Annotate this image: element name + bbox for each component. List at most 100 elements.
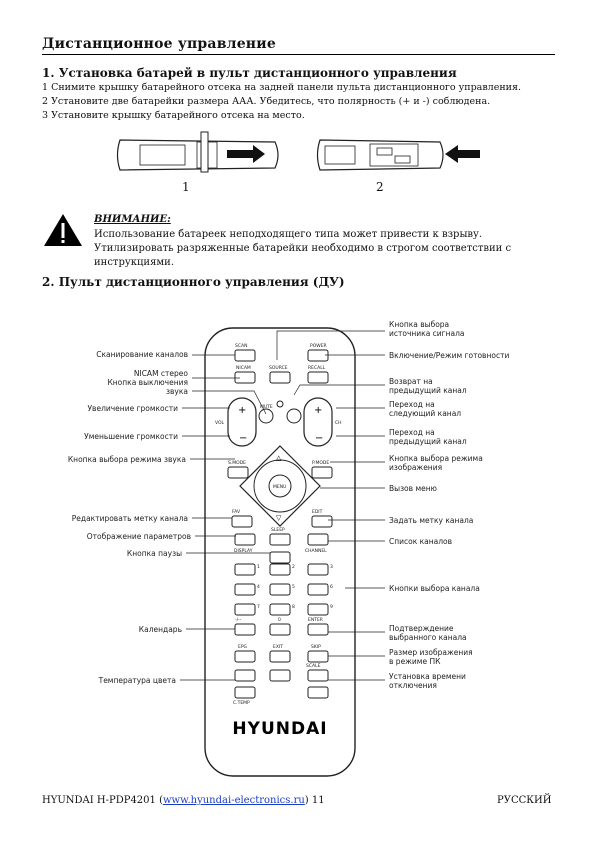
- digit-0-label: 0: [278, 617, 281, 623]
- display-button[interactable]: DISPLAY: [234, 533, 256, 554]
- step-2: 2 Установите две батарейки размера ААА. …: [42, 96, 491, 107]
- svg-text:−: −: [239, 433, 247, 444]
- back-button[interactable]: [286, 408, 302, 424]
- callout-channel-buttons: Кнопки выбора канала: [389, 584, 480, 593]
- title-divider: [42, 54, 555, 55]
- battery-figure-1: [116, 131, 279, 173]
- battery-figures: [116, 131, 480, 173]
- c-temp-button[interactable]: C.TEMP: [233, 686, 256, 706]
- digit-button-3[interactable]: 3: [307, 563, 333, 576]
- digit-button-0[interactable]: 0: [269, 617, 291, 636]
- fav-button[interactable]: FAV: [231, 509, 253, 528]
- recall-button[interactable]: RECALL: [307, 365, 329, 384]
- digit-2-label: 2: [292, 564, 295, 570]
- footer-website-link[interactable]: www.hyundai-electronics.ru: [162, 795, 305, 806]
- callout-sleep-timer: Установка времени отключения: [389, 672, 466, 690]
- warning-label: ВНИМАНИЕ:: [94, 214, 171, 225]
- epg-label: EPG: [238, 644, 248, 650]
- display-label: DISPLAY: [234, 548, 253, 554]
- epg-button[interactable]: EPG: [234, 644, 256, 663]
- footer-model: HYUNDAI H-PDP4201 (www.hyundai-electroni…: [42, 795, 325, 806]
- callout-channel-list: Список каналов: [389, 537, 453, 546]
- sleep-timer-button[interactable]: [307, 686, 329, 699]
- callout-nicam-mute: NICAM стерео Кнопка выключения звука: [107, 369, 188, 396]
- power-button[interactable]: POWER: [307, 343, 329, 362]
- mute-label: MUTE: [260, 404, 273, 410]
- footer-model-text: HYUNDAI H-PDP4201 (: [42, 795, 163, 806]
- scale-label: SCALE: [306, 663, 321, 669]
- battery-figure-2: [316, 139, 480, 171]
- callout-edit-label: Редактировать метку канала: [71, 514, 188, 523]
- color-button-2[interactable]: [269, 669, 291, 682]
- power-label: POWER: [310, 343, 327, 349]
- scan-label: SCAN: [235, 343, 247, 349]
- channel-rocker[interactable]: + − CH: [303, 397, 342, 447]
- channel-list-button[interactable]: CHANNEL: [305, 533, 329, 554]
- enter-button[interactable]: ENTER: [307, 617, 329, 636]
- digit-button-1[interactable]: 1: [234, 563, 260, 576]
- step-3: 3 Установите крышку батарейного отсека н…: [42, 110, 305, 121]
- digit-button-2[interactable]: 2: [269, 563, 295, 576]
- callout-ch-down: Переход на предыдущий канал: [389, 428, 467, 446]
- svg-text:+: +: [314, 405, 322, 416]
- figure-label-2: 2: [376, 180, 384, 194]
- step-1: 1 Снимите крышку батарейного отсека на з…: [42, 82, 521, 93]
- digit-1-label: 1: [257, 564, 260, 570]
- callout-vol-down: Уменьшение громкости: [84, 432, 178, 441]
- volume-rocker[interactable]: + − VOL: [215, 397, 257, 447]
- remote-control: SCAN POWER NICAM SOURCE RECALL + − VOL +…: [204, 327, 356, 777]
- dash-label: -/--: [235, 617, 242, 623]
- warning-icon: [44, 214, 82, 246]
- exit-label: EXIT: [273, 644, 283, 650]
- pause-button[interactable]: [269, 551, 291, 564]
- digit-button-4[interactable]: 4: [234, 583, 260, 596]
- digit-button-7[interactable]: 7: [234, 603, 260, 616]
- figure-label-1: 1: [182, 180, 190, 194]
- p-mode-label: P.MODE: [312, 460, 329, 466]
- nicam-button[interactable]: NICAM: [234, 365, 256, 384]
- digit-9-label: 9: [330, 604, 333, 610]
- callout-calendar: Календарь: [138, 625, 182, 634]
- mute-button[interactable]: MUTE: [258, 404, 274, 424]
- s-mode-button[interactable]: S.MODE: [227, 460, 249, 479]
- digit-button-8[interactable]: 8: [269, 603, 295, 616]
- digit-button-5[interactable]: 5: [269, 583, 295, 596]
- digit-button-6[interactable]: 6: [307, 583, 333, 596]
- channel-label: CHANNEL: [305, 548, 327, 554]
- scan-button[interactable]: SCAN: [234, 343, 256, 362]
- callout-sound-mode: Кнопка выбора режима звука: [67, 455, 186, 464]
- brand-logo: HYUNDAI: [232, 719, 327, 739]
- sleep-label: SLEEP: [271, 527, 285, 533]
- svg-text:+: +: [238, 405, 246, 416]
- digit-5-label: 5: [292, 584, 295, 590]
- edit-button[interactable]: EDIT: [311, 509, 333, 528]
- fav-label: FAV: [232, 509, 241, 515]
- vol-label: VOL: [215, 420, 225, 426]
- callout-menu: Вызов меню: [389, 484, 437, 493]
- skip-button[interactable]: SKIP: [307, 644, 329, 663]
- sleep-button[interactable]: SLEEP: [269, 527, 291, 546]
- enter-label: ENTER: [308, 617, 323, 623]
- callout-source: Кнопка выбора источника сигнала: [389, 320, 465, 338]
- p-mode-button[interactable]: P.MODE: [311, 460, 333, 479]
- digit-button-9[interactable]: 9: [307, 603, 333, 616]
- footer-page-number: ) 11: [304, 795, 325, 806]
- navigation-pad[interactable]: MENU △ ▽: [239, 445, 321, 527]
- source-label: SOURCE: [269, 365, 288, 371]
- callout-pc-scale: Размер изображения в режиме ПК: [389, 648, 473, 666]
- digit-6-label: 6: [330, 584, 333, 590]
- scale-button[interactable]: SCALE: [306, 663, 329, 682]
- source-button[interactable]: SOURCE: [269, 365, 291, 384]
- callout-picture-mode: Кнопка выбора режима изображения: [389, 454, 483, 472]
- recall-label: RECALL: [308, 365, 326, 371]
- callout-color-temp: Температура цвета: [98, 676, 176, 685]
- dash-button[interactable]: -/--: [234, 617, 256, 636]
- color-button-1[interactable]: [234, 669, 256, 682]
- warning-text: Использование батареек неподходящего тип…: [94, 229, 512, 268]
- menu-label: MENU: [273, 484, 286, 490]
- indicator-led: [276, 400, 284, 408]
- callout-confirm: Подтверждение выбранного канала: [389, 624, 467, 642]
- exit-button[interactable]: EXIT: [269, 644, 291, 663]
- footer-language: РУССКИЙ: [497, 795, 552, 806]
